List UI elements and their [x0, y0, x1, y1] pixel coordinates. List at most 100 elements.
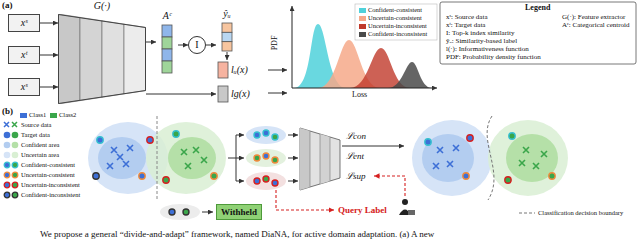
- divided-groups: [272, 134, 278, 140]
- informativeness-function: lg(x): [216, 84, 266, 104]
- node-text: Aᶜ: [163, 10, 172, 22]
- network-arrows: [288, 158, 298, 159]
- sample-ring: [12, 182, 18, 188]
- vector-cell: [218, 62, 228, 78]
- divided-groups: [169, 209, 175, 215]
- legend-text: ŷᵤ: Similarity-based label: [446, 37, 517, 46]
- legend-item: Uncertain-inconsistent: [359, 22, 427, 30]
- vector-cell: [162, 49, 172, 61]
- arrow-connector: [40, 87, 58, 88]
- legend-text: Confident area: [21, 141, 59, 149]
- source-target-clusters: [146, 122, 226, 194]
- legend-item: Confident-consistent: [359, 6, 422, 14]
- figure-caption: We propose a general “divide-and-adapt” …: [40, 229, 434, 240]
- divided-groups: [202, 212, 213, 213]
- legend-text: xᵗ: Target data: [446, 21, 485, 30]
- node-text: ŷᵤ: [223, 8, 230, 20]
- input-image: xˢ: [8, 14, 40, 32]
- node-shape: [216, 22, 238, 52]
- divided-groups: [254, 155, 260, 161]
- legend-text: Confident-inconsistent: [368, 30, 427, 38]
- legend-heading: Legend: [525, 3, 550, 13]
- sample-ring: [12, 172, 18, 178]
- legend-swatch: [50, 113, 57, 118]
- loss-density-plot: [268, 4, 437, 93]
- query-path: [276, 190, 334, 210]
- feature-extractor: G(·): [58, 0, 146, 104]
- network-arrows: [342, 146, 404, 147]
- legend-sample: [3, 151, 19, 159]
- legend-text: Aᶜ: Categorical centroid: [562, 21, 630, 30]
- legend-swatch: [359, 24, 366, 29]
- legend-item: PDF: Probability density function: [446, 53, 541, 62]
- sample-circle: [12, 142, 19, 149]
- node-text: xˢ: [21, 17, 28, 29]
- legend-item: Uncertain-consistent: [3, 171, 75, 179]
- divide-arrows: [236, 135, 244, 136]
- adapted-clusters: [467, 135, 473, 141]
- adaptation-network: [300, 128, 310, 190]
- vector-cell: [162, 37, 172, 49]
- loss-label: ℒent: [346, 151, 364, 162]
- query-path: [276, 176, 405, 210]
- query-label: Query Label: [338, 205, 387, 216]
- legend-text: Confident-consistent: [21, 161, 75, 169]
- legend-item: Confident area: [3, 141, 59, 149]
- legend-frame: [440, 2, 636, 64]
- adaptation-network: [310, 131, 311, 187]
- sample-ring: [4, 162, 10, 168]
- sample-ring: [12, 192, 18, 198]
- withheld-box: Withheld: [216, 204, 262, 220]
- divide-arrows: [228, 135, 244, 181]
- legend-text: Confident-consistent: [368, 6, 422, 14]
- arrow-connector: [40, 55, 58, 56]
- adapted-clusters: [488, 120, 568, 196]
- divided-groups: [160, 204, 200, 220]
- adapted-clusters: [463, 173, 469, 179]
- sample-ring: [12, 162, 18, 168]
- legend-item: Class2: [50, 111, 76, 119]
- node-shape: [58, 14, 146, 104]
- legend-text: Source data: [21, 121, 52, 129]
- arrow-connector: [227, 52, 228, 60]
- divided-groups: [183, 209, 189, 215]
- adapted-clusters: [433, 145, 459, 169]
- label-column: ŷᵤ: [216, 8, 238, 52]
- adapted-clusters: [505, 177, 511, 183]
- legend-text: Classification decision boundary: [538, 209, 623, 217]
- node-text: lg(x): [231, 88, 250, 100]
- vector-cell: [162, 61, 172, 73]
- loss-density-plot: [355, 4, 437, 40]
- legend-text: G(·): Feature extractor: [562, 13, 625, 22]
- source-target-clusters: [168, 137, 216, 179]
- source-target-clusters: [163, 177, 169, 183]
- legend-text: Uncertain-consistent: [21, 171, 75, 179]
- legend-sample: [3, 141, 19, 149]
- node-text: Withheld: [221, 207, 257, 218]
- legend-sample: [3, 191, 19, 199]
- legend-text: Uncertain-inconsistent: [368, 22, 427, 30]
- sample-circle: [4, 142, 11, 149]
- divide-arrows: [236, 158, 244, 159]
- query-path: [374, 176, 405, 196]
- panel-label: (b): [2, 106, 13, 117]
- source-target-clusters: [139, 173, 145, 179]
- legend-item: Classification decision boundary: [518, 209, 623, 217]
- legend-item: Target data: [3, 131, 50, 139]
- legend-swatch: [359, 16, 366, 21]
- axis-label: PDF: [270, 36, 280, 51]
- vector-cell: [222, 42, 232, 51]
- legend-sample: [3, 181, 19, 189]
- loss-density-plot: [268, 93, 287, 94]
- legend-sample: [3, 171, 19, 179]
- loss-density-plot: [292, 6, 293, 88]
- dash-sample: [519, 213, 535, 214]
- adapted-clusters: [506, 134, 558, 182]
- sample-circle: [12, 152, 19, 159]
- sample-circle: [4, 152, 11, 159]
- legend-item: xᵗ: Target data: [446, 21, 485, 30]
- sample-circle: [12, 132, 19, 139]
- legend-swatch: [20, 113, 27, 118]
